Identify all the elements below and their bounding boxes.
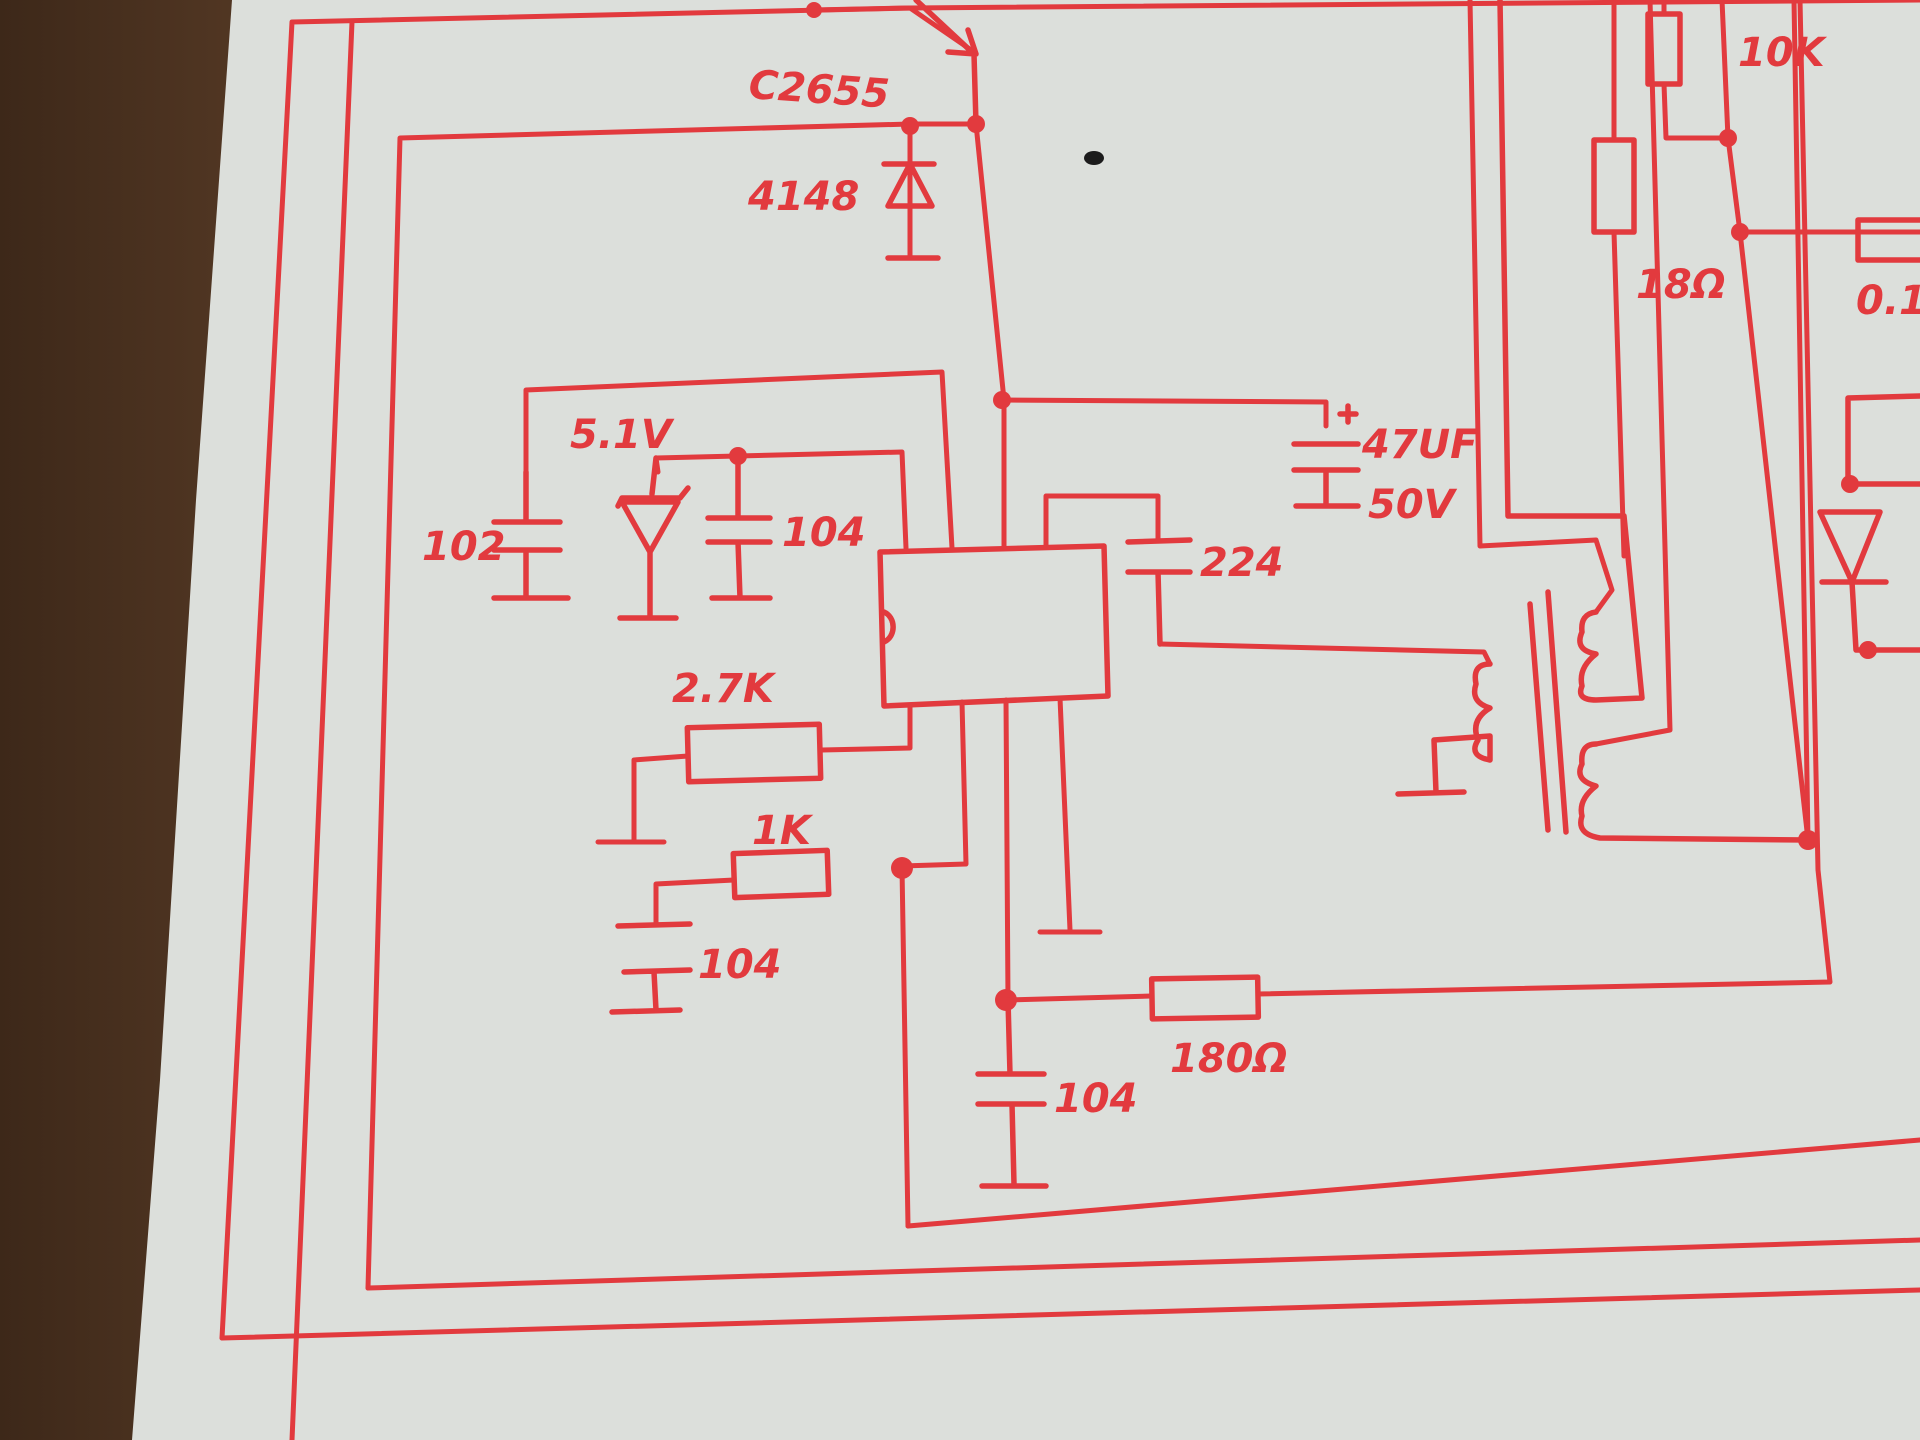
transformer-core (1527, 589, 1569, 835)
label-cap-104-c: 104 (1054, 1076, 1138, 1122)
label-cap-47uf: 47UF (1361, 422, 1477, 468)
wire-ic-pin-1k (899, 699, 969, 869)
label-res-012: 0.12 (1856, 278, 1920, 324)
label-diode: 4148 (747, 174, 859, 220)
label-res-1k: 1K (752, 808, 814, 854)
ic-chip (877, 543, 1111, 709)
junction-top (806, 2, 822, 18)
wire-outer-loop-1 (219, 0, 1920, 1341)
wire-ic-pin-27k (819, 703, 913, 753)
wire-ic-pin-180 (1003, 697, 1011, 1003)
capacitor-47uf (1291, 441, 1361, 509)
transistor-c2655 (913, 0, 979, 127)
capacitor-104-c (975, 997, 1049, 1189)
capacitor-47uf-plus (1337, 403, 1359, 425)
label-cap-224: 224 (1200, 540, 1284, 586)
capacitor-102 (491, 469, 571, 601)
transformer-secondary-1 (1497, 0, 1645, 703)
label-res-27k: 2.7K (672, 666, 777, 712)
wire-ic-pin-102 (523, 369, 955, 551)
wire-to-47uf (999, 397, 1329, 429)
wire-outer-loop-2 (289, 19, 355, 1440)
wire-18 (1611, 0, 1627, 559)
wire-outer-loop-3-bottom (365, 1237, 1920, 1291)
label-cap-104-b: 104 (698, 942, 782, 988)
wire-bottom-return (905, 1137, 1920, 1229)
label-transistor: C2655 (747, 62, 891, 118)
junction-right-2 (1859, 641, 1877, 659)
diode-right-fragment (1817, 393, 1920, 653)
ic-notch (881, 609, 896, 645)
wire-outer-loop-3 (365, 121, 979, 1291)
transformer-secondary-1-top (1467, 0, 1615, 615)
resistor-012 (1855, 217, 1920, 263)
resistor-1k (730, 847, 832, 901)
wire-012-down (1737, 229, 1811, 843)
capacitor-104-a (705, 453, 773, 601)
ink-spot (1084, 151, 1104, 165)
wire-outer-loop-1-bottom (219, 1287, 1920, 1341)
resistor-180 (1148, 974, 1262, 1022)
diode-4148 (881, 161, 941, 261)
label-cap-50v: 50V (1368, 482, 1458, 528)
zener-5v1 (615, 455, 691, 621)
label-cap-104-a: 104 (782, 510, 866, 556)
wire-180-right (1255, 0, 1833, 997)
wire-1k-down (899, 865, 911, 1229)
label-res-180: 180Ω (1170, 1036, 1288, 1082)
label-res-18: 18Ω (1636, 262, 1726, 308)
capacitor-224 (1125, 537, 1193, 647)
wire-secondary-right (1791, 0, 1811, 843)
transformer-primary (1395, 661, 1493, 797)
transformer-secondary-2 (1577, 741, 1811, 843)
label-cap-102: 102 (422, 524, 506, 570)
wire-ic-pin-224 (1043, 493, 1161, 549)
label-zener: 5.1V (570, 412, 675, 458)
wire-1k-cap (653, 877, 737, 927)
label-res-10k: 10K (1738, 30, 1828, 76)
capacitor-104-b (609, 921, 693, 1015)
wire-secondary-2-top (1593, 0, 1673, 747)
wire-ic-pin-gnd (1037, 695, 1103, 935)
wire-2k7-gnd (595, 753, 691, 845)
wire-to-180 (1003, 993, 1155, 1003)
paper (132, 0, 1920, 1440)
wire-224-to-transformer (1157, 641, 1493, 667)
junction-right-1 (1841, 475, 1859, 493)
wire-10k (1661, 0, 1731, 141)
